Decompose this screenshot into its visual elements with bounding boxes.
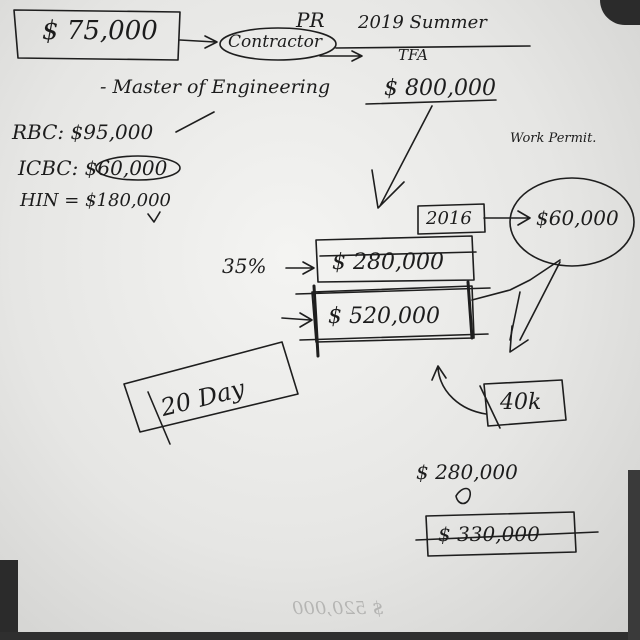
big-down-arrow: [371, 105, 433, 209]
box-330k: [425, 511, 577, 557]
box-520k-left-thick: [312, 284, 320, 358]
box-520k-top: [295, 287, 491, 295]
bleed-through-text: $ 520,000: [292, 598, 384, 619]
contractor-oval: [219, 27, 337, 61]
tfa-label: TFA: [398, 46, 428, 64]
hin-check: [147, 211, 161, 223]
year-label: 2016: [426, 208, 472, 229]
amount-60k: $60,000: [536, 206, 619, 230]
days-line: [147, 391, 171, 445]
amount-520k: $ 520,000: [328, 304, 440, 329]
forty-k-curve: [431, 365, 487, 415]
year-arrow: [483, 210, 531, 226]
background-right: [628, 470, 640, 640]
big-amount: $ 800,000: [384, 76, 496, 101]
days-box: [123, 341, 299, 433]
amount-60k-circle: [509, 177, 635, 267]
pct-label: 35%: [222, 254, 267, 278]
icbc-oval: [95, 155, 181, 181]
amount-280k: $ 280,000: [332, 250, 444, 275]
line-280k: [319, 251, 477, 257]
forty-k-box: [483, 379, 567, 427]
connector-to-40k: [471, 259, 561, 301]
box-280k: [315, 235, 475, 283]
master-label: - Master of Engineering: [100, 76, 331, 98]
connector-lower: [509, 291, 521, 341]
salary-amount: $ 75,000: [42, 16, 158, 46]
arrow-into-520k: [281, 312, 313, 328]
contractor-underline: [335, 45, 531, 49]
hin-label: HIN = $180,000: [20, 190, 171, 211]
box-520k-right-thick: [466, 280, 474, 340]
salary-arrow: [179, 35, 218, 49]
box-520k: [311, 285, 475, 343]
pct-arrow: [285, 261, 315, 275]
background-bottom-left: [0, 560, 18, 640]
icbc-label: ICBC: $60,000: [18, 156, 168, 180]
forty-k-line: [479, 385, 501, 429]
summer-label: 2019 Summer: [358, 12, 487, 33]
rbc-label: RBC: $95,000: [12, 120, 154, 144]
pr-label: PR: [296, 8, 325, 32]
infinity-sign: [455, 487, 472, 505]
big-amount-underline: [365, 99, 497, 105]
amount-330k: $ 330,000: [438, 522, 540, 546]
tfa-arrow: [319, 50, 363, 62]
box-520k-bottom: [299, 333, 489, 341]
salary-box: [13, 9, 181, 61]
forty-k-label: 40k: [500, 390, 542, 415]
contractor-label: Contractor: [228, 32, 322, 52]
background-bottom: [0, 632, 640, 640]
amount-280k-b: $ 280,000: [416, 460, 518, 484]
year-box: [417, 203, 486, 235]
master-check: [175, 111, 215, 133]
work-permit-label: Work Permit.: [510, 131, 597, 146]
box-330k-underline: [415, 531, 599, 541]
